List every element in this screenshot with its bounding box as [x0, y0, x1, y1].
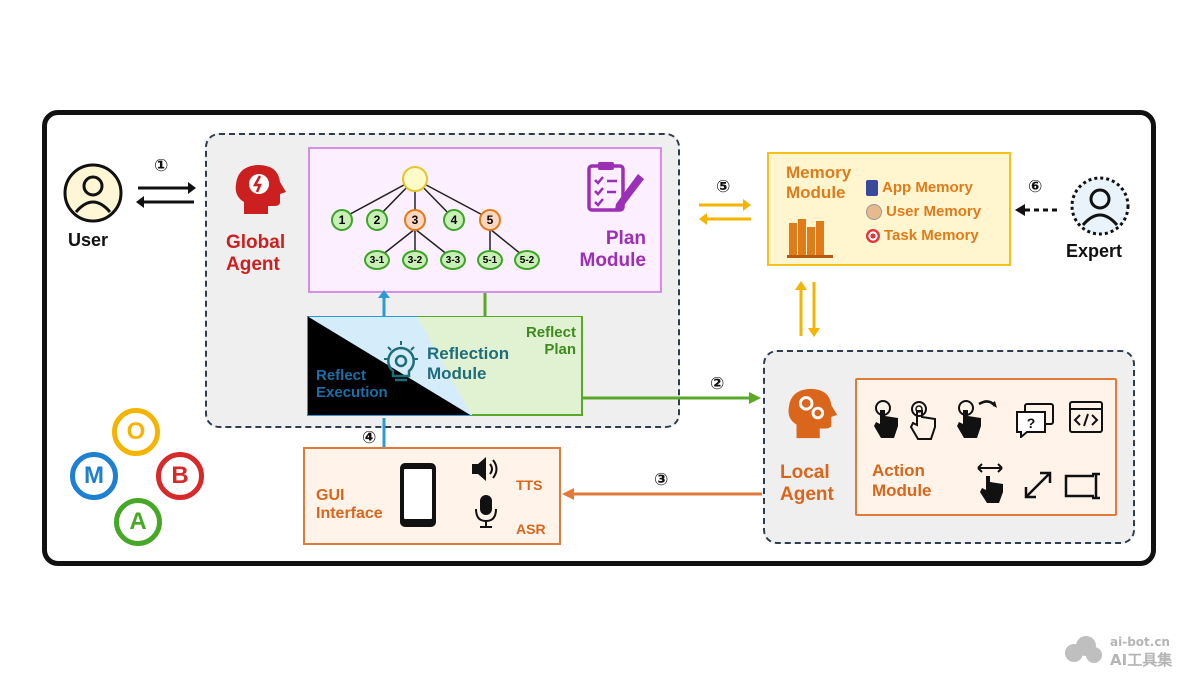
plan-node-3-1: 3-1 — [364, 250, 390, 270]
logo-letter-a: A — [114, 498, 162, 546]
plan-node-4: 4 — [443, 209, 465, 231]
plan-module-label: Plan Module — [570, 228, 647, 272]
action-module-line1: Action — [872, 461, 925, 480]
user-profile-icon — [866, 203, 882, 220]
global-agent-label: Global Agent — [226, 232, 285, 276]
action-module-label: Action Module — [872, 461, 932, 500]
step-1-label: ① — [154, 156, 169, 175]
step-4-label: ④ — [362, 428, 377, 447]
reflect-execution-line2: Execution — [316, 384, 388, 402]
memory-module-line2: Module — [786, 182, 846, 202]
global-agent-line1: Global — [226, 232, 286, 253]
code-window-icon — [1069, 401, 1103, 433]
user-node: User — [62, 162, 124, 252]
watermark-logo-icon — [1065, 636, 1102, 663]
memory-item-user-label: User Memory — [886, 203, 982, 220]
memory-item-user: User Memory — [866, 203, 981, 220]
step-3-label: ③ — [654, 470, 669, 489]
step-6-label: ⑥ — [1028, 177, 1043, 196]
expert-memory-arrow — [1015, 204, 1057, 216]
user-label: User — [68, 230, 109, 250]
books-icon — [787, 219, 833, 258]
lightbulb-gear-icon — [384, 341, 418, 382]
global-agent-head-icon — [235, 165, 286, 214]
app-grid-icon — [866, 179, 878, 196]
plan-node-1: 1 — [331, 209, 353, 231]
global-memory-arrows — [699, 199, 751, 225]
gui-interface-line1: GUI — [316, 487, 345, 504]
reflection-module-label: Reflection Module — [427, 344, 509, 383]
clipboard-pencil-icon — [587, 162, 644, 212]
gui-interface-line2: Interface — [316, 505, 383, 523]
swipe-horizontal-icon — [977, 463, 1003, 503]
moba-logo: O M B A — [68, 408, 218, 558]
memory-module-label: Memory Module — [786, 163, 851, 202]
logo-letter-m: M — [70, 452, 118, 500]
plan-node-3-2: 3-2 — [402, 250, 428, 270]
plan-node-3-3: 3-3 — [440, 250, 466, 270]
memory-module-line1: Memory — [786, 163, 852, 182]
help-chat-icon: ? — [1016, 403, 1054, 438]
memory-items: App Memory User Memory Task Memory — [866, 179, 1006, 251]
expert-node: Expert — [1066, 175, 1138, 265]
memory-item-task-label: Task Memory — [884, 227, 979, 244]
logo-letter-o: O — [112, 408, 160, 456]
plan-node-2: 2 — [366, 209, 388, 231]
watermark-line1: ai-bot.cn — [1110, 635, 1170, 649]
expert-avatar-icon — [1070, 176, 1130, 236]
reflection-local-arrow — [583, 392, 761, 404]
reflection-plan-connectors — [378, 290, 487, 317]
smartphone-icon — [400, 463, 436, 527]
step-2-label: ② — [710, 374, 725, 393]
reflect-execution-line1: Reflect — [316, 367, 367, 384]
memory-module-box — [767, 152, 1011, 266]
step-5-label: ⑤ — [716, 177, 731, 196]
plan-node-5-2: 5-2 — [514, 250, 540, 270]
memory-item-app: App Memory — [866, 179, 973, 196]
memory-item-task: Task Memory — [866, 227, 979, 244]
reflect-execution-label: Reflect Execution — [316, 367, 388, 402]
asr-label: ASR — [516, 521, 546, 537]
expert-label: Expert — [1066, 241, 1123, 261]
tts-label: TTS — [516, 477, 543, 493]
reflect-plan-line2: Plan — [544, 341, 576, 359]
plan-module-line2: Module — [579, 249, 647, 271]
watermark-line2: AI工具集 — [1110, 651, 1173, 669]
local-agent-line2: Agent — [780, 483, 834, 505]
local-agent-head-icon — [788, 388, 838, 439]
logo-letter-b: B — [156, 452, 204, 500]
reflect-plan-label: Reflect Plan — [520, 324, 576, 359]
local-gui-arrow — [562, 488, 762, 500]
gui-reflection-arrow — [382, 418, 386, 448]
target-icon — [866, 228, 880, 243]
plan-node-5-1: 5-1 — [477, 250, 503, 270]
gui-interface-label: GUI Interface — [316, 487, 383, 524]
reflect-plan-line1: Reflect — [525, 324, 576, 341]
tap-gesture-icon — [874, 400, 898, 438]
plan-node-5: 5 — [479, 209, 501, 231]
svg-text:?: ? — [1027, 415, 1036, 431]
reflection-module-line1: Reflection — [427, 344, 510, 363]
plan-module-line1: Plan — [605, 228, 646, 249]
speaker-icon — [472, 457, 498, 481]
plan-node-3: 3 — [404, 209, 426, 231]
microphone-icon — [475, 495, 497, 528]
user-avatar-icon — [63, 163, 123, 223]
plan-tree-root — [402, 166, 428, 192]
text-input-icon — [1064, 472, 1100, 500]
user-global-arrows — [136, 182, 196, 208]
long-press-swipe-icon — [957, 400, 997, 438]
local-agent-label: Local Agent — [780, 462, 834, 506]
resize-diagonal-icon — [1024, 471, 1052, 499]
memory-item-app-label: App Memory — [882, 179, 973, 196]
reflection-module-line2: Module — [427, 363, 487, 383]
local-agent-line1: Local — [780, 462, 830, 483]
global-agent-line2: Agent — [226, 253, 280, 275]
memory-local-arrows — [795, 281, 820, 337]
action-module-line2: Module — [872, 480, 932, 500]
double-tap-icon — [909, 401, 936, 440]
watermark: ai-bot.cn AI工具集 — [1062, 633, 1190, 669]
